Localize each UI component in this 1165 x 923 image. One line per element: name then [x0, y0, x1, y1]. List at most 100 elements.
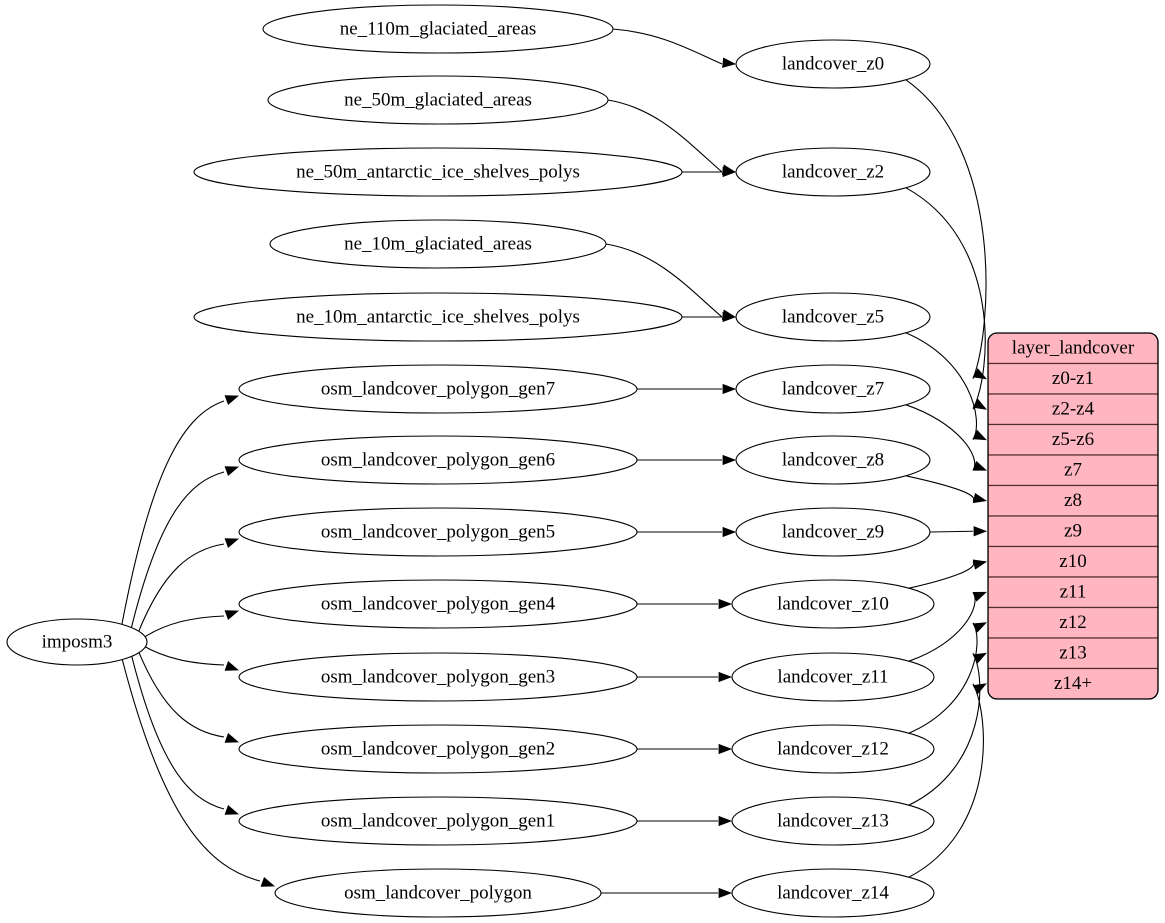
nodes-layer: ne_110m_glaciated_areas ne_50m_glaciated_…	[6, 4, 935, 918]
node-label: osm_landcover_polygon_gen3	[321, 666, 555, 687]
node-imposm3[interactable]: imposm3	[6, 618, 148, 666]
table-row-z9[interactable]	[988, 515, 1158, 548]
edge-ne_10m_antarctic_ice_shelves_polys-to-landcover_z5-arrow	[722, 311, 737, 323]
edge-landcover_z14-to-table-row-10-arrow	[972, 683, 987, 695]
node-label: imposm3	[42, 631, 113, 652]
node-label: ne_50m_antarctic_ice_shelves_polys	[296, 161, 580, 182]
node-shape	[193, 147, 683, 197]
node-shape	[238, 364, 638, 414]
node-label: osm_landcover_polygon_gen6	[321, 449, 555, 470]
node-ne_110m_glaciated_areas[interactable]: ne_110m_glaciated_areas	[262, 4, 614, 54]
edge-landcover_z2-to-table-row-1	[905, 187, 986, 410]
node-shape	[238, 652, 638, 702]
edge-landcover_z7-to-table-row-3	[905, 404, 976, 471]
node-label: landcover_z2	[782, 161, 884, 182]
edge-landcover_z13-to-table-row-9-arrow	[972, 652, 987, 664]
edge-imposm3-to-osm_landcover_polygon_gen1	[130, 654, 225, 810]
edge-landcover_z0-to-table-row-0	[905, 79, 987, 379]
node-label: osm_landcover_polygon	[344, 882, 532, 903]
node-label: landcover_z12	[777, 738, 889, 759]
edge-imposm3-to-osm_landcover_polygon-arrow	[260, 876, 276, 887]
table-cell-label: z7	[1064, 460, 1082, 481]
edge-landcover_z5-to-table-row-2-arrow	[972, 429, 988, 441]
node-ne_10m_glaciated_areas[interactable]: ne_10m_glaciated_areas	[269, 219, 607, 269]
node-landcover_z12[interactable]: landcover_z12	[731, 724, 935, 774]
node-label: osm_landcover_polygon_gen7	[321, 378, 555, 399]
node-shape	[238, 579, 638, 629]
node-landcover_z8[interactable]: landcover_z8	[735, 435, 931, 485]
table-header-label: layer_landcover	[1012, 338, 1135, 359]
table-row-z8[interactable]	[988, 484, 1158, 517]
node-shape	[735, 292, 931, 342]
node-osm_landcover_polygon_gen3[interactable]: osm_landcover_polygon_gen3	[238, 652, 638, 702]
edge-imposm3-to-osm_landcover_polygon_gen7-arrow	[224, 395, 240, 406]
node-landcover_z11[interactable]: landcover_z11	[731, 652, 935, 702]
edge-osm_landcover_polygon_gen3-to-landcover_z11-arrow	[718, 671, 733, 683]
node-label: osm_landcover_polygon_gen1	[321, 810, 555, 831]
node-shape	[193, 292, 683, 342]
table-row-z14-[interactable]	[988, 667, 1158, 700]
edge-osm_landcover_polygon_gen7-to-landcover_z7-arrow	[722, 383, 737, 395]
table-cell-label: z11	[1060, 582, 1087, 603]
table-row-z11[interactable]	[988, 576, 1158, 609]
node-landcover_z14[interactable]: landcover_z14	[731, 868, 935, 918]
edge-landcover_z14-to-table-row-10	[908, 683, 984, 878]
table-cell-label: z8	[1064, 490, 1082, 511]
node-osm_landcover_polygon_gen4[interactable]: osm_landcover_polygon_gen4	[238, 579, 638, 629]
table-cell-label: z14+	[1054, 673, 1092, 694]
node-shape	[735, 507, 931, 557]
node-osm_landcover_polygon_gen2[interactable]: osm_landcover_polygon_gen2	[238, 724, 638, 774]
node-osm_landcover_polygon_gen7[interactable]: osm_landcover_polygon_gen7	[238, 364, 638, 414]
edge-osm_landcover_polygon_gen6-to-landcover_z8-arrow	[722, 454, 737, 466]
node-landcover_z5[interactable]: landcover_z5	[735, 292, 931, 342]
edge-landcover_z2-to-table-row-1-arrow	[972, 398, 987, 410]
node-landcover_z7[interactable]: landcover_z7	[735, 364, 931, 414]
node-shape	[269, 219, 607, 269]
node-shape	[731, 579, 935, 629]
node-shape	[735, 364, 931, 414]
node-ne_50m_antarctic_ice_shelves_polys[interactable]: ne_50m_antarctic_ice_shelves_polys	[193, 147, 683, 197]
table-row-z2-z4[interactable]	[988, 393, 1158, 426]
node-shape	[735, 435, 931, 485]
table-row-z7[interactable]	[988, 454, 1158, 487]
node-ne_10m_antarctic_ice_shelves_polys[interactable]: ne_10m_antarctic_ice_shelves_polys	[193, 292, 683, 342]
edge-landcover_z10-to-table-row-6	[908, 561, 975, 589]
node-osm_landcover_polygon[interactable]: osm_landcover_polygon	[274, 868, 602, 918]
edge-imposm3-to-osm_landcover_polygon_gen3-arrow	[224, 660, 240, 671]
table-cell-label: z2-z4	[1052, 399, 1095, 420]
edge-imposm3-to-osm_landcover_polygon_gen4-arrow	[224, 610, 240, 621]
node-label: ne_10m_glaciated_areas	[344, 233, 532, 254]
node-shape	[267, 75, 609, 125]
table-row-z12[interactable]	[988, 606, 1158, 639]
node-label: ne_10m_antarctic_ice_shelves_polys	[296, 306, 580, 327]
node-shape	[731, 724, 935, 774]
node-shape	[735, 39, 931, 89]
edge-ne_110m_glaciated_areas-to-landcover_z0	[612, 28, 723, 65]
edge-landcover_z9-to-table-row-5-arrow	[973, 526, 988, 537]
node-landcover_z10[interactable]: landcover_z10	[731, 579, 935, 629]
node-label: osm_landcover_polygon_gen5	[321, 521, 555, 542]
node-ne_50m_glaciated_areas[interactable]: ne_50m_glaciated_areas	[267, 75, 609, 125]
layer-landcover-table[interactable]: layer_landcoverz0-z1z2-z4z5-z6z7z8z9z10z…	[987, 332, 1159, 700]
node-shape	[735, 147, 931, 197]
edge-osm_landcover_polygon_gen2-to-landcover_z12-arrow	[718, 743, 733, 755]
edge-ne_50m_antarctic_ice_shelves_polys-to-landcover_z2-arrow	[722, 166, 737, 178]
edge-osm_landcover_polygon_gen4-to-landcover_z10-arrow	[718, 598, 733, 610]
node-osm_landcover_polygon_gen5[interactable]: osm_landcover_polygon_gen5	[238, 507, 638, 557]
edge-ne_10m_glaciated_areas-to-landcover_z5	[605, 243, 723, 318]
edge-imposm3-to-osm_landcover_polygon_gen4	[140, 615, 225, 640]
node-label: landcover_z7	[782, 378, 884, 399]
table-cell-label: z13	[1059, 643, 1086, 664]
node-label: landcover_z10	[777, 593, 889, 614]
node-landcover_z2[interactable]: landcover_z2	[735, 147, 931, 197]
node-osm_landcover_polygon_gen6[interactable]: osm_landcover_polygon_gen6	[238, 435, 638, 485]
node-osm_landcover_polygon_gen1[interactable]: osm_landcover_polygon_gen1	[238, 796, 638, 846]
node-landcover_z13[interactable]: landcover_z13	[731, 796, 935, 846]
table-row-z5-z6[interactable]	[988, 423, 1158, 456]
node-shape	[731, 796, 935, 846]
node-landcover_z9[interactable]: landcover_z9	[735, 507, 931, 557]
node-landcover_z0[interactable]: landcover_z0	[735, 39, 931, 89]
edge-imposm3-to-osm_landcover_polygon_gen5	[136, 543, 225, 635]
